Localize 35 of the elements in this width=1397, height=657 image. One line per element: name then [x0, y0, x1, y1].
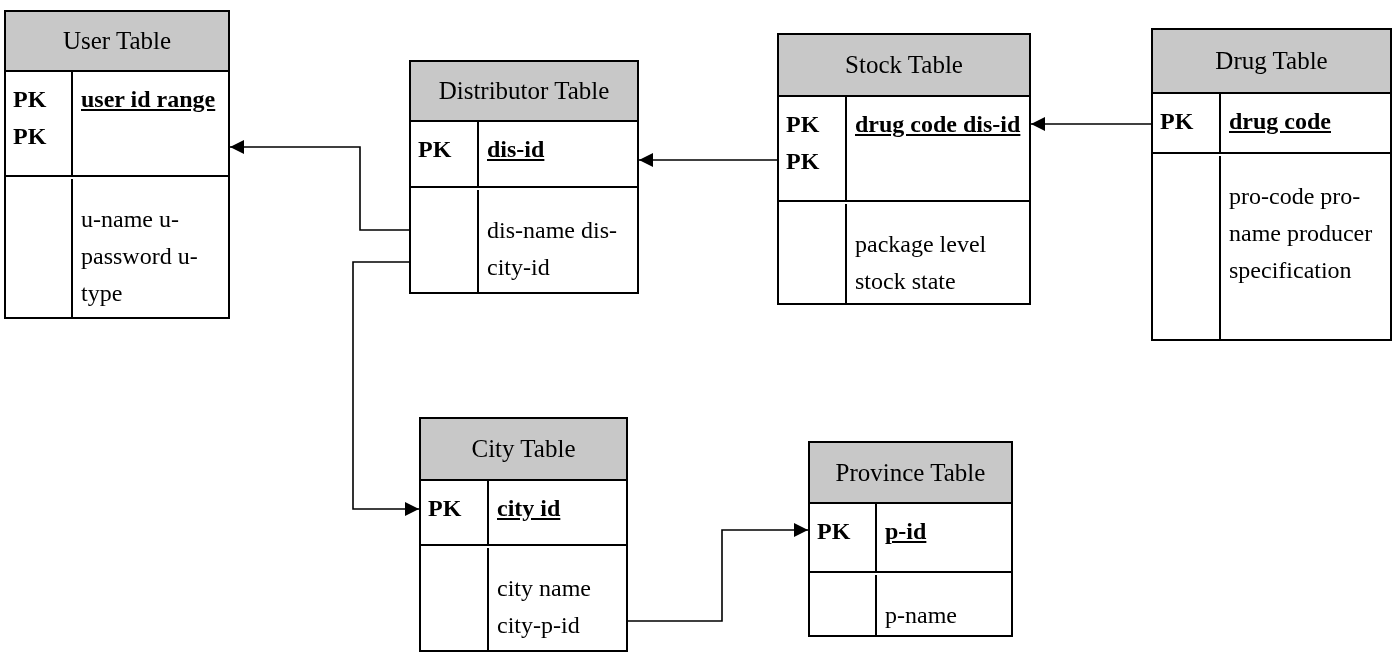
- attribute-names: dis-name dis-city-id: [487, 216, 618, 282]
- attribute-names: u-name u-password u-type: [81, 205, 199, 308]
- primary-key-label: PK PK: [786, 110, 821, 176]
- primary-key-label: PK: [817, 517, 852, 546]
- primary-key-label: PK: [418, 135, 453, 164]
- attribute-names: p-name: [885, 601, 958, 630]
- entity-table: [409, 60, 639, 294]
- key-field-names: drug code dis-id: [855, 110, 1022, 139]
- arrow: [1030, 117, 1152, 131]
- entity-table: [777, 33, 1031, 305]
- table-title: Drug Table: [1153, 30, 1390, 94]
- table-title: Stock Table: [779, 35, 1029, 97]
- arrow: [229, 140, 410, 231]
- entity-table: [1151, 28, 1392, 341]
- key-field-names: drug code: [1229, 107, 1332, 136]
- attribute-names: city name city-p-id: [497, 574, 592, 640]
- entity-table: [419, 417, 628, 652]
- key-field-names: city id: [497, 494, 562, 523]
- entity-table: [808, 441, 1013, 637]
- primary-key-label: PK: [1160, 107, 1195, 136]
- key-field-names: user id range: [81, 85, 217, 114]
- key-field-names: dis-id: [487, 135, 546, 164]
- primary-key-label: PK: [428, 494, 463, 523]
- table-title: User Table: [6, 12, 228, 72]
- table-title: Distributor Table: [411, 62, 637, 122]
- attribute-names: pro-code pro-name producer specification: [1229, 182, 1374, 285]
- arrow: [638, 153, 778, 167]
- attribute-names: package level stock state: [855, 230, 988, 296]
- key-field-names: p-id: [885, 517, 928, 546]
- entity-table: [4, 10, 230, 319]
- arrow: [352, 261, 420, 516]
- table-title: City Table: [421, 419, 626, 481]
- table-title: Province Table: [810, 443, 1011, 504]
- primary-key-label: PK PK: [13, 85, 48, 151]
- arrow: [627, 523, 809, 622]
